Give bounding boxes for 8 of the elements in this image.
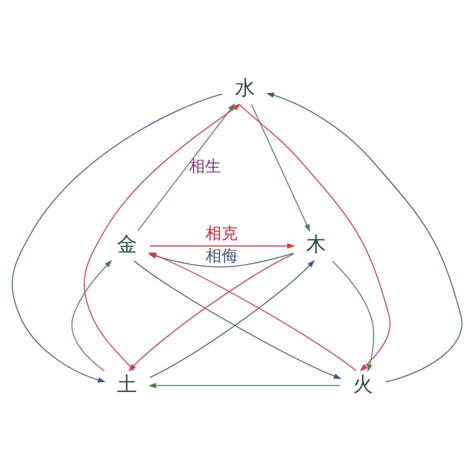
node-text: 金 [117,232,138,256]
node-text: 水 [234,75,255,100]
node-text: 木 [306,232,326,256]
edge-label: 相克 [206,223,238,242]
node-text: 火 [352,371,373,396]
edge-label: 相生 [188,156,221,176]
node-text: 土 [117,371,138,396]
edge-label: 相侮 [206,246,238,265]
